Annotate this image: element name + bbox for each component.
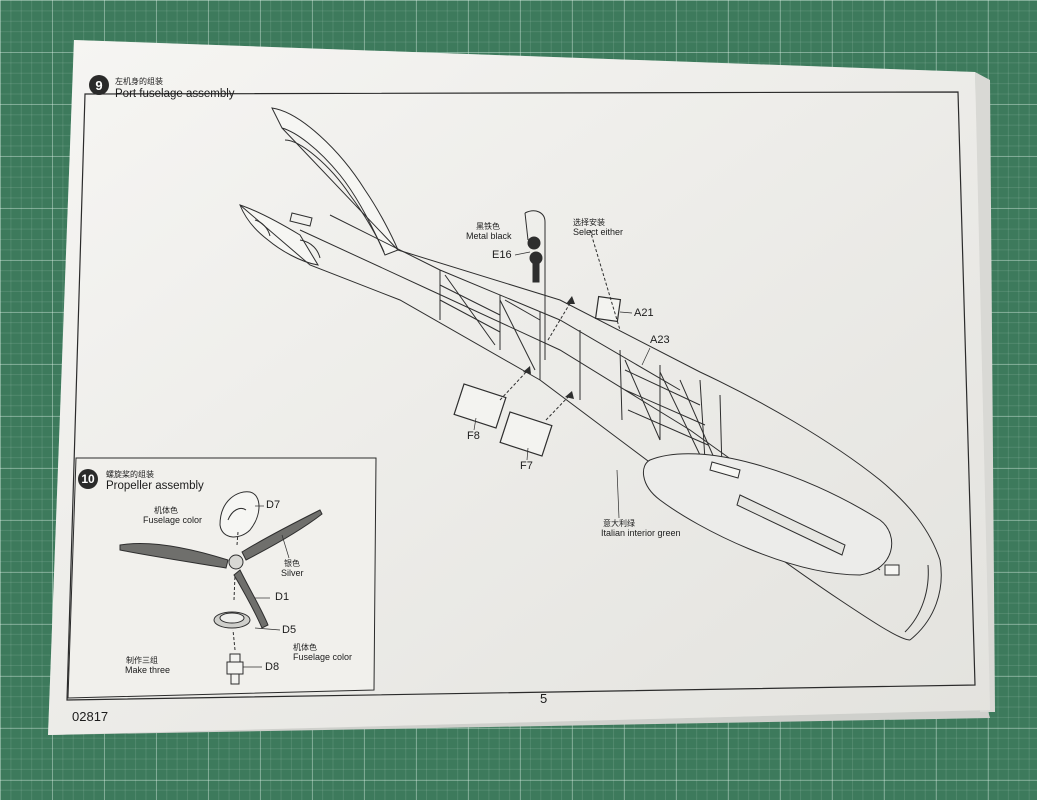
part-a21 (594, 295, 622, 323)
part-f7 (499, 411, 553, 457)
fuselage-color-2-cn: 机体色 (293, 643, 317, 652)
label-d5: D5 (282, 624, 297, 636)
page-number: 5 (540, 691, 548, 706)
label-d7: D7 (266, 499, 281, 511)
interior-green-cn: 意大利绿 (603, 519, 635, 528)
page-frame (66, 91, 976, 701)
step-9-title-en: Port fuselage assembly (115, 88, 235, 100)
fuselage-color-1-en: Fuselage color (143, 515, 203, 525)
step-9-badge: 9 (89, 75, 109, 95)
label-f7: F7 (520, 460, 533, 472)
label-d8: D8 (265, 661, 280, 673)
metal-black-en: Metal black (466, 231, 512, 241)
label-a21: A21 (634, 307, 654, 319)
metal-black-cn: 黑铁色 (476, 222, 500, 231)
step-10-badge: 10 (78, 469, 98, 489)
interior-green-en: Italian interior green (601, 528, 681, 538)
part-f8 (453, 383, 507, 429)
label-f8: F8 (467, 430, 480, 442)
silver-en: Silver (281, 568, 304, 578)
step-10-title-cn: 螺旋桨的组装 (106, 470, 154, 479)
step-10-title-en: Propeller assembly (106, 480, 204, 492)
label-d1: D1 (275, 591, 290, 603)
label-a23: A23 (650, 334, 670, 346)
propeller-panel-frame (67, 457, 377, 699)
select-either-cn: 选择安装 (573, 218, 605, 227)
select-either-en: Select either (573, 227, 624, 237)
fuselage-color-2-en: Fuselage color (293, 652, 353, 662)
step-9-title-cn: 左机身的组装 (115, 77, 163, 86)
part-e16 (524, 210, 546, 360)
kit-code: 02817 (72, 709, 109, 724)
fuselage-color-1-cn: 机体色 (154, 506, 178, 515)
silver-cn: 银色 (284, 559, 300, 568)
make-three-en: Make three (125, 665, 171, 675)
label-e16: E16 (492, 249, 512, 261)
port-fuselage-drawing (239, 107, 942, 641)
make-three-cn: 制作三组 (126, 656, 158, 665)
